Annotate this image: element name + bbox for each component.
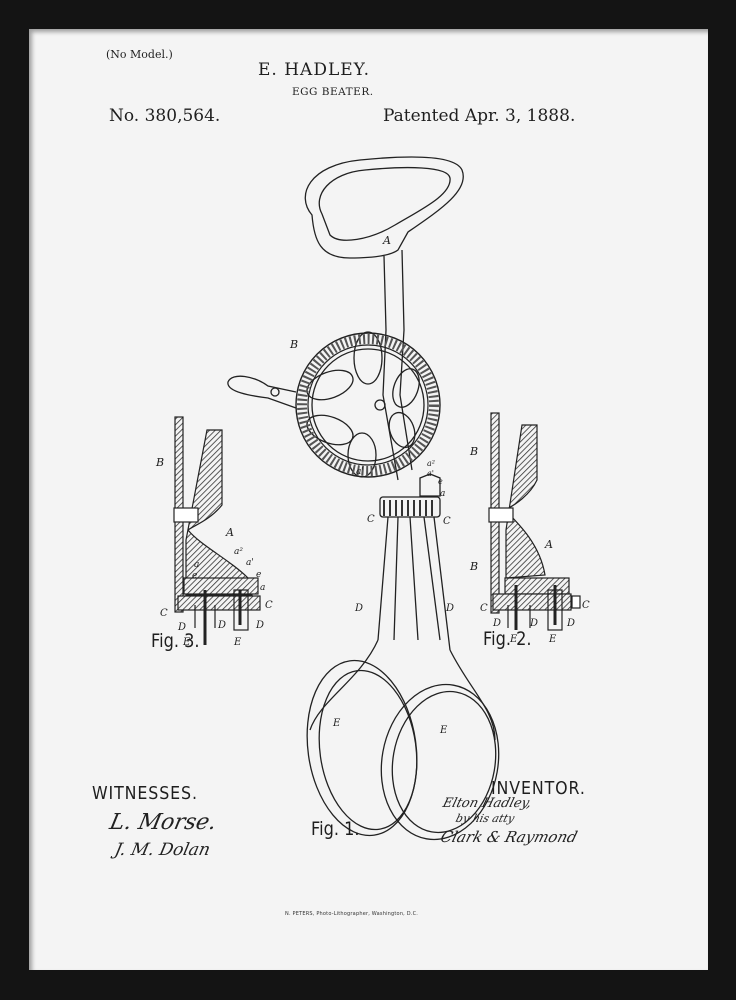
figure-2-part-labels: B A B C C D D D E E xyxy=(469,445,590,645)
svg-text:E: E xyxy=(439,725,448,736)
svg-text:a: a xyxy=(440,489,445,499)
svg-text:C: C xyxy=(265,600,273,611)
svg-text:C: C xyxy=(160,608,168,619)
figure-3-part-labels: B A a² a' a e e a C C D D D E E xyxy=(155,456,273,648)
pinion-teeth xyxy=(383,500,433,516)
svg-text:B: B xyxy=(469,560,478,573)
svg-text:D: D xyxy=(445,603,454,614)
svg-text:E: E xyxy=(548,634,557,645)
svg-text:A: A xyxy=(382,234,391,247)
svg-text:C: C xyxy=(443,516,451,527)
svg-text:B: B xyxy=(155,456,164,469)
svg-text:a': a' xyxy=(356,467,364,477)
invention-title: EGG BEATER. xyxy=(292,86,374,98)
patent-number: No. 380,564. xyxy=(109,106,221,126)
figure-3-section xyxy=(173,416,261,645)
figure-1-egg-beater xyxy=(227,156,500,841)
attorney-signature: Clark & Raymond xyxy=(438,828,580,846)
svg-text:D: D xyxy=(492,618,501,629)
svg-text:D: D xyxy=(529,618,538,629)
by-attorney-note: by his atty xyxy=(454,812,516,825)
svg-text:B: B xyxy=(289,338,298,351)
gear-teeth xyxy=(297,334,439,476)
lithographer-imprint: N. PETERS, Photo-Lithographer, Washingto… xyxy=(285,911,419,917)
svg-text:D: D xyxy=(217,620,226,631)
inventor-name-heading: E. HADLEY. xyxy=(258,60,371,80)
svg-text:B: B xyxy=(469,445,478,458)
witness-signature-dolan: J. M. Dolan xyxy=(112,840,213,860)
svg-text:e: e xyxy=(438,477,443,486)
figure-2-section xyxy=(488,412,581,631)
svg-text:E: E xyxy=(182,637,191,648)
svg-text:a': a' xyxy=(427,469,434,478)
witnesses-heading: WITNESSES. xyxy=(92,783,198,804)
inventor-heading: INVENTOR. xyxy=(491,778,586,799)
figure-3-label: Fig. 3. xyxy=(151,630,200,652)
svg-text:D: D xyxy=(177,622,186,633)
svg-text:E: E xyxy=(233,637,242,648)
svg-text:C: C xyxy=(480,603,488,614)
svg-text:a: a xyxy=(260,583,265,593)
witness-signature-morse: L. Morse. xyxy=(107,810,219,835)
svg-text:C: C xyxy=(582,600,590,611)
svg-text:D: D xyxy=(255,620,264,631)
svg-text:D: D xyxy=(354,603,363,614)
figure-2-label: Fig. 2. xyxy=(483,628,532,650)
figure-1-label: Fig. 1. xyxy=(311,818,360,840)
svg-text:a': a' xyxy=(246,558,254,568)
inventor-signature: Elton Hadley, xyxy=(440,796,534,811)
no-model-note: (No Model.) xyxy=(106,48,173,61)
svg-text:e: e xyxy=(256,570,261,580)
figure-1-part-labels: A B a' a² a' e a C C D D E E xyxy=(289,234,454,736)
svg-text:A: A xyxy=(225,526,234,539)
svg-text:A: A xyxy=(544,538,553,551)
svg-text:a: a xyxy=(194,560,199,570)
svg-text:D: D xyxy=(566,618,575,629)
svg-text:C: C xyxy=(367,514,375,525)
svg-text:e: e xyxy=(192,571,197,581)
svg-text:E: E xyxy=(509,634,518,645)
patent-date: Patented Apr. 3, 1888. xyxy=(383,106,576,126)
svg-text:E: E xyxy=(332,718,341,729)
svg-text:a²: a² xyxy=(234,547,243,557)
svg-text:a²: a² xyxy=(427,459,435,468)
patent-sheet xyxy=(29,29,708,970)
